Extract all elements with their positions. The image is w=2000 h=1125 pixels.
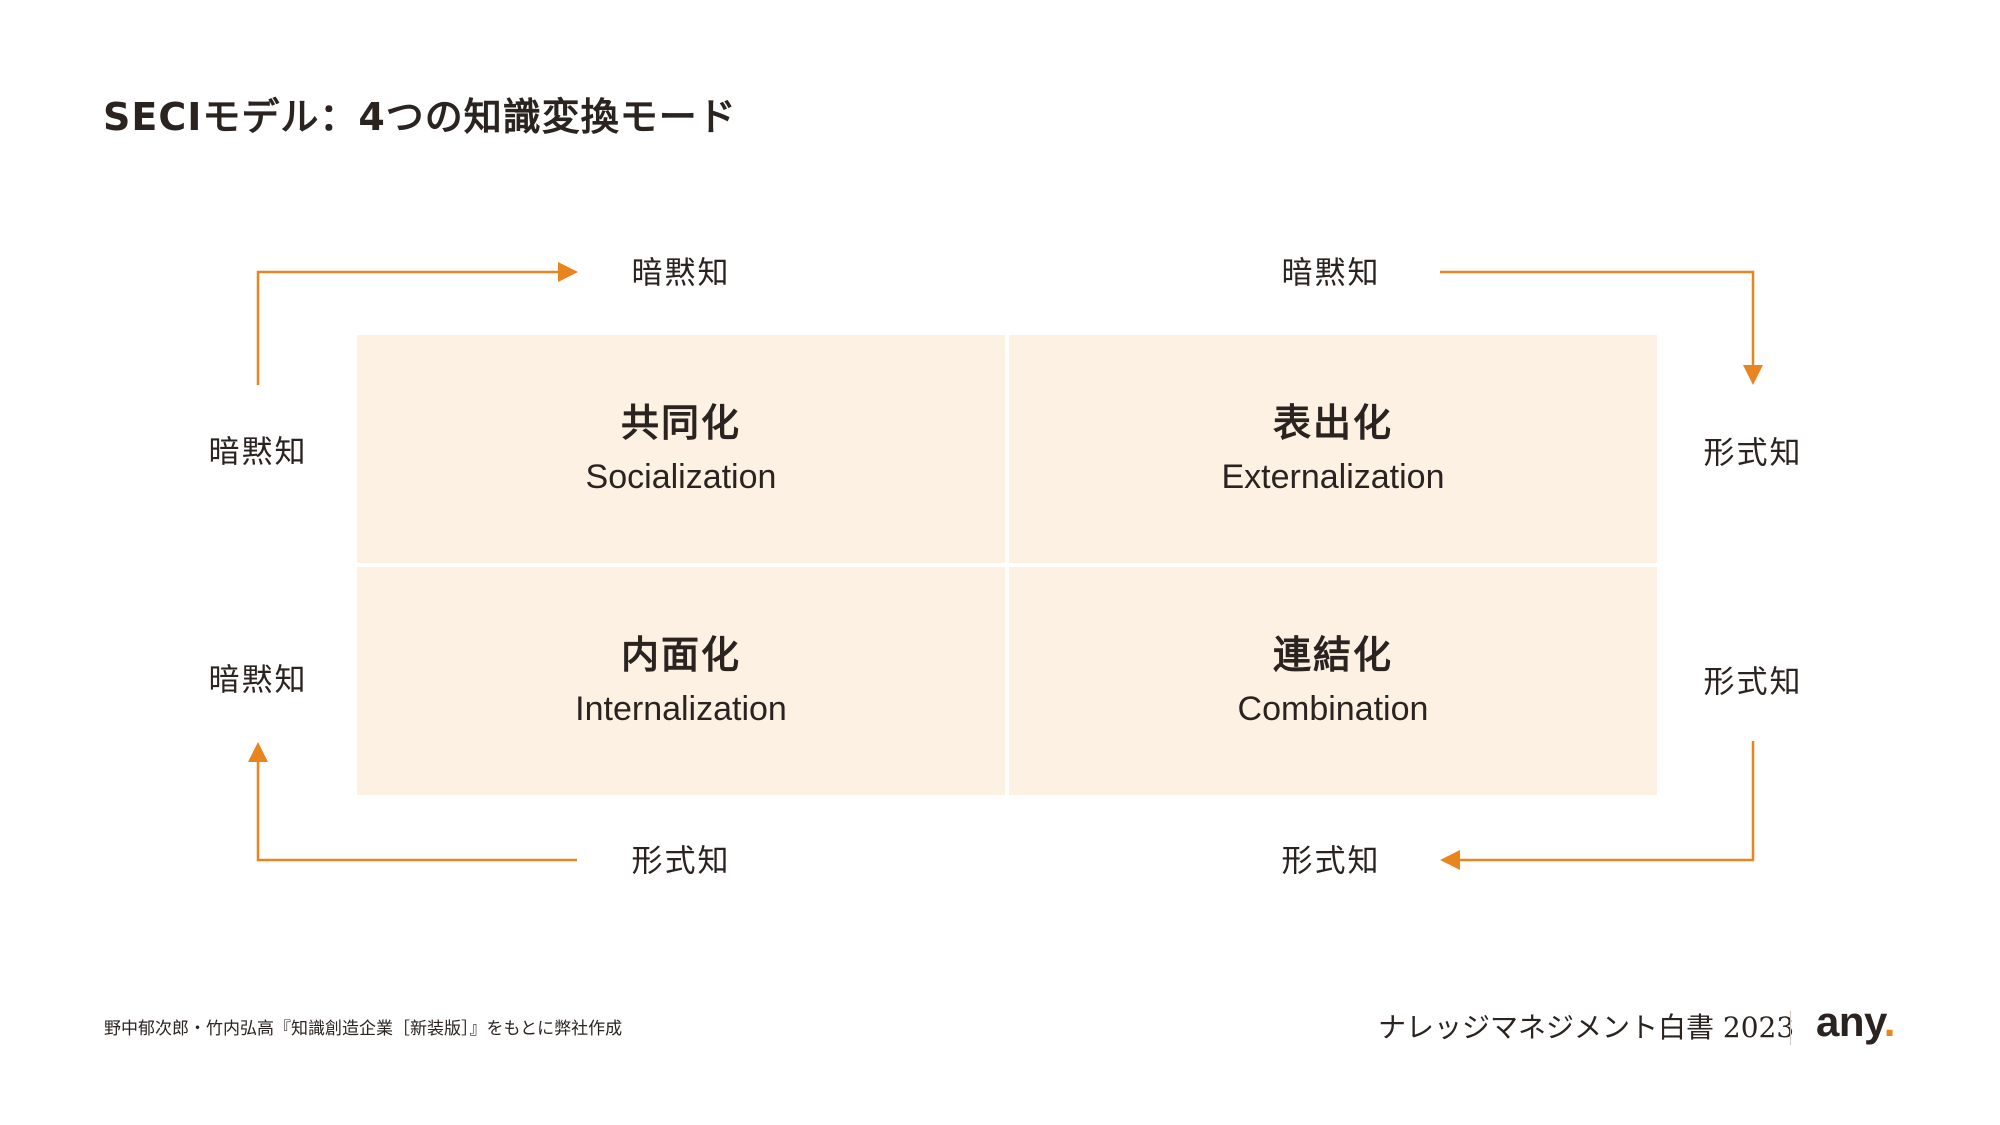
label-bottom-left: 形式知 [631,843,731,880]
quadrant-internalization: 内面化 Internalization [357,567,1005,795]
quadrant-title: 連結化 [1272,633,1393,677]
label-top-left: 暗黙知 [631,255,731,292]
arrowhead-up [248,742,268,762]
label-right-upper: 形式知 [1703,435,1803,472]
brand-logo: any. [1816,998,1895,1046]
report-title: ナレッジマネジメント白書 2023 [1378,1011,1795,1044]
quadrant-subtitle: Combination [1237,690,1429,728]
label-left-lower: 暗黙知 [208,662,308,699]
quadrant-subtitle: Externalization [1221,458,1445,496]
logo-dot: . [1883,998,1896,1045]
quadrant-combination: 連結化 Combination [1009,567,1657,795]
quadrant-title: 表出化 [1272,401,1393,445]
label-right-lower: 形式知 [1703,664,1803,701]
label-bottom-right: 形式知 [1281,843,1381,880]
arrowhead-left [1440,850,1460,870]
quadrant-subtitle: Internalization [575,690,787,728]
source-note: 野中郁次郎・竹内弘高『知識創造企業［新装版］』をもとに弊社作成 [104,1019,623,1039]
quadrant-title: 内面化 [620,633,741,677]
label-top-right: 暗黙知 [1281,255,1381,292]
label-left-upper: 暗黙知 [208,434,308,471]
arrowhead-right [558,262,578,282]
page-title: SECIモデル：4つの知識変換モード [103,95,737,139]
arrow-bottom-right [1455,741,1755,862]
quadrant-socialization: 共同化 Socialization [357,335,1005,563]
arrow-bottom-left [256,758,577,862]
footer-divider [1790,1011,1791,1045]
arrowhead-down [1743,365,1763,385]
arrow-top-right [1440,270,1755,368]
quadrant-title: 共同化 [620,401,741,445]
quadrant-subtitle: Socialization [585,458,777,496]
logo-text: any [1816,998,1884,1045]
quadrant-externalization: 表出化 Externalization [1009,335,1657,563]
arrow-top-left [256,270,562,385]
